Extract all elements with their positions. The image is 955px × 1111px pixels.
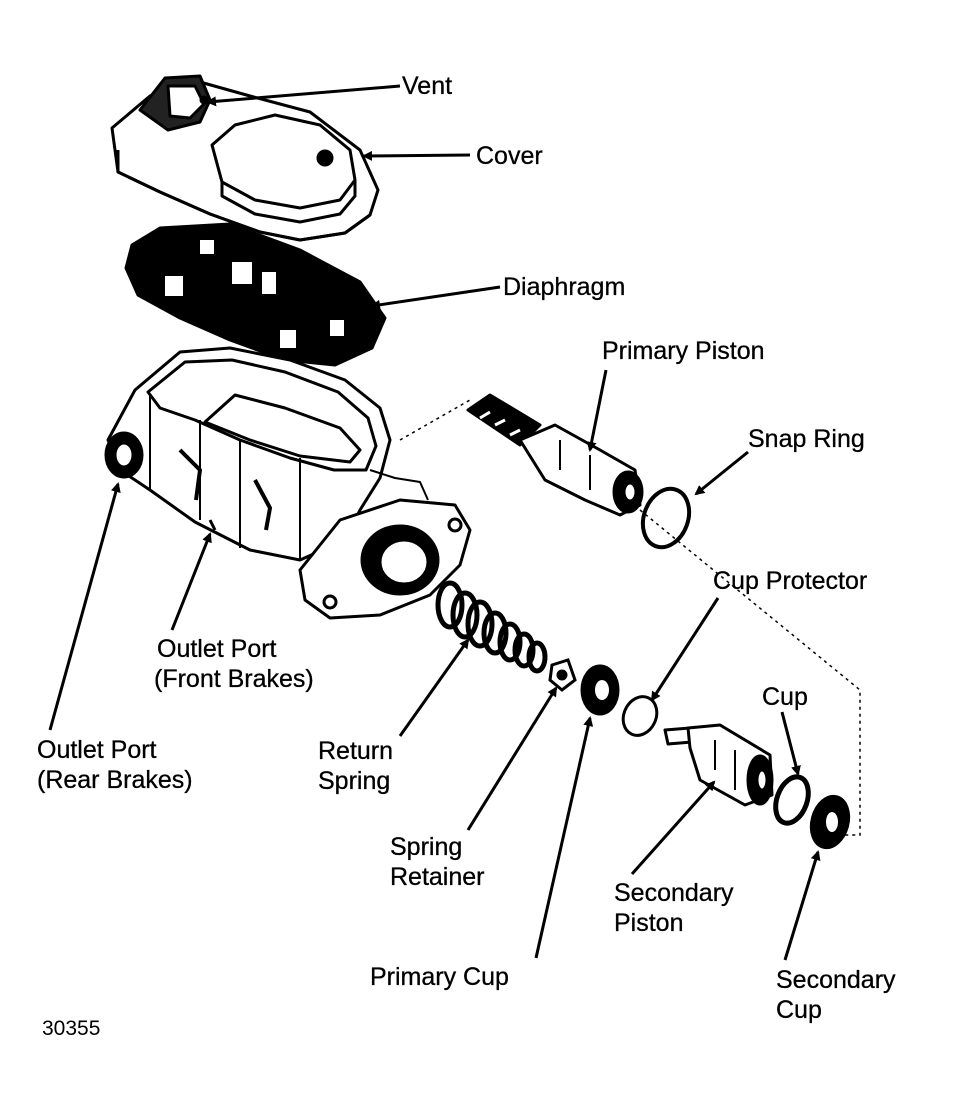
assembly-guide-line	[399, 399, 861, 836]
arrow-snap-ring	[694, 450, 749, 496]
primary-cup-part	[580, 664, 620, 716]
arrow-return-spring	[398, 638, 470, 737]
secondary-piston-part	[663, 723, 774, 807]
arrow-cup-protector	[650, 597, 720, 702]
label-outlet-port-front-line1: Outlet Port	[157, 635, 277, 663]
diaphragm-part	[124, 222, 387, 367]
arrow-secondary-cup	[783, 850, 821, 961]
label-vent: Vent	[402, 72, 453, 100]
arrow-cover	[362, 150, 471, 161]
arrow-primary-cup	[534, 716, 594, 959]
snap-ring-part	[640, 486, 692, 550]
label-return-spring-line2: Spring	[318, 767, 391, 795]
label-secondary-cup-line1: Secondary	[776, 966, 896, 994]
label-outlet-port-rear-line2: (Rear Brakes)	[37, 766, 193, 794]
arrow-primary-piston	[586, 369, 608, 452]
label-secondary-cup-line2: Cup	[776, 996, 822, 1024]
label-cup: Cup	[762, 683, 808, 711]
arrow-outlet-front	[170, 532, 212, 631]
arrow-vent	[206, 84, 401, 107]
label-spring-retainer-line1: Spring	[390, 833, 463, 861]
label-return-spring-line1: Return	[318, 737, 394, 765]
label-outlet-port-rear-line1: Outlet Port	[37, 736, 157, 764]
leader-arrows	[48, 84, 821, 961]
cover-part	[110, 74, 380, 242]
label-snap-ring: Snap Ring	[748, 425, 865, 453]
spring-retainer-part	[548, 658, 577, 692]
label-outlet-port-front-line2: (Front Brakes)	[154, 665, 314, 693]
label-spring-retainer-line2: Retainer	[390, 863, 485, 891]
label-diaphragm: Diaphragm	[503, 273, 626, 301]
label-secondary-piston-line2: Piston	[614, 909, 684, 937]
return-spring-part	[435, 580, 548, 674]
label-primary-piston: Primary Piston	[602, 337, 765, 365]
arrow-outlet-rear	[48, 482, 121, 731]
label-primary-cup: Primary Cup	[370, 963, 509, 991]
cup-protector-part	[621, 695, 659, 737]
arrow-cup	[780, 711, 801, 776]
arrow-secondary-piston	[630, 780, 716, 875]
label-secondary-piston-line1: Secondary	[614, 879, 734, 907]
secondary-cup-part	[809, 794, 851, 850]
label-cover: Cover	[476, 142, 543, 170]
cup-part	[773, 774, 811, 826]
master-cylinder-body	[104, 346, 472, 620]
arrow-diaphragm	[370, 285, 501, 310]
arrow-spring-retainer	[466, 686, 558, 831]
label-cup-protector: Cup Protector	[713, 567, 868, 595]
figure-id: 30355	[42, 1017, 101, 1040]
primary-piston-part	[466, 393, 644, 517]
